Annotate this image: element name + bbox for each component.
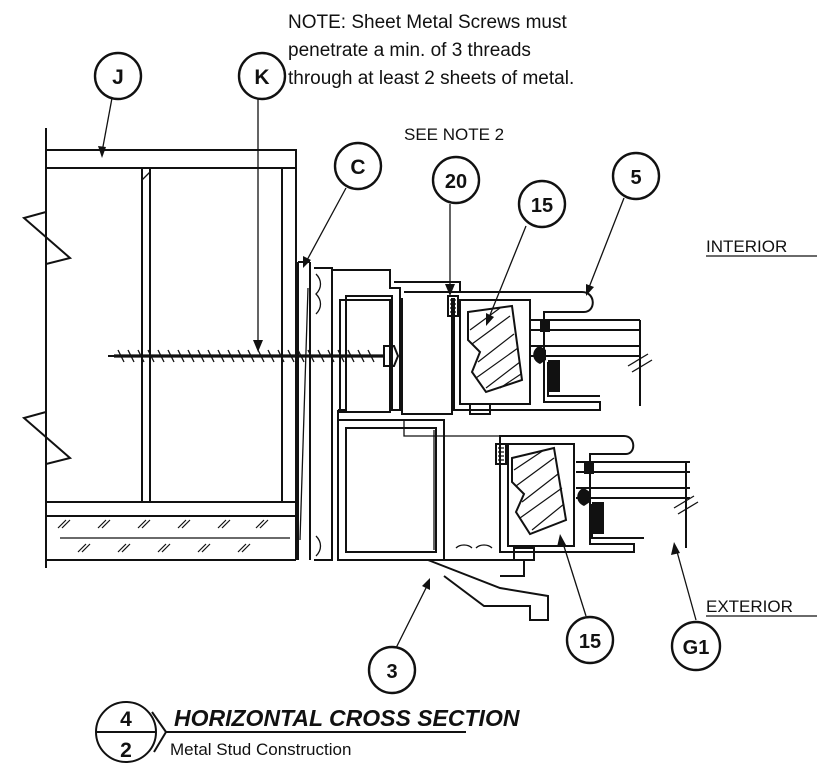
leader-J bbox=[101, 97, 113, 153]
svg-text:5: 5 bbox=[630, 167, 641, 189]
callout-K: K bbox=[237, 51, 287, 101]
see-note-2-label: SEE NOTE 2 bbox=[404, 125, 504, 144]
side-labels: INTERIOR EXTERIOR bbox=[706, 237, 817, 617]
leader-G1 bbox=[675, 547, 697, 621]
svg-text:C: C bbox=[350, 156, 365, 179]
svg-text:20: 20 bbox=[445, 171, 467, 193]
svg-text:J: J bbox=[112, 66, 124, 89]
metal-stud-wall bbox=[21, 128, 297, 568]
callout-20: 20 bbox=[431, 155, 481, 205]
leader-C bbox=[305, 187, 347, 263]
svg-text:G1: G1 bbox=[683, 637, 710, 659]
leader-lines bbox=[98, 97, 697, 649]
leader-5 bbox=[587, 197, 625, 291]
svg-text:15: 15 bbox=[579, 631, 601, 653]
exterior-sash bbox=[495, 435, 699, 561]
detail-title: HORIZONTAL CROSS SECTION bbox=[174, 705, 520, 731]
leader-15-lower bbox=[561, 539, 587, 617]
leader-15-upper bbox=[487, 225, 527, 321]
note-line-1: NOTE: Sheet Metal Screws must bbox=[288, 12, 567, 33]
detail-subtitle: Metal Stud Construction bbox=[170, 740, 351, 759]
callout-15-lower: 15 bbox=[565, 615, 615, 665]
exterior-label: EXTERIOR bbox=[706, 597, 793, 616]
detail-title-block: 4 2 HORIZONTAL CROSS SECTION Metal Stud … bbox=[95, 701, 520, 763]
svg-text:3: 3 bbox=[386, 661, 397, 683]
detail-number: 4 bbox=[120, 708, 132, 731]
svg-text:K: K bbox=[254, 66, 269, 89]
callout-G1: G1 bbox=[670, 620, 722, 672]
callout-3: 3 bbox=[367, 645, 417, 695]
callout-bubbles: J K C 20 15 5 3 15 bbox=[93, 51, 722, 695]
note-line-3: through at least 2 sheets of metal. bbox=[288, 68, 574, 89]
interior-label: INTERIOR bbox=[706, 237, 787, 256]
callout-5: 5 bbox=[611, 151, 661, 201]
sheet-number: 2 bbox=[120, 739, 132, 762]
callout-J: J bbox=[93, 51, 143, 101]
interior-sash bbox=[447, 291, 653, 415]
note-line-2: penetrate a min. of 3 threads bbox=[288, 40, 531, 61]
shim-and-sealant bbox=[297, 261, 311, 560]
svg-text:15: 15 bbox=[531, 195, 553, 217]
callout-C: C bbox=[333, 141, 383, 191]
frame-extrusion bbox=[314, 267, 549, 621]
callout-15-upper: 15 bbox=[517, 179, 567, 229]
anchor-screw bbox=[108, 345, 400, 367]
sheet-metal-screw-note: NOTE: Sheet Metal Screws must penetrate … bbox=[288, 12, 574, 89]
leader-3 bbox=[395, 583, 429, 649]
